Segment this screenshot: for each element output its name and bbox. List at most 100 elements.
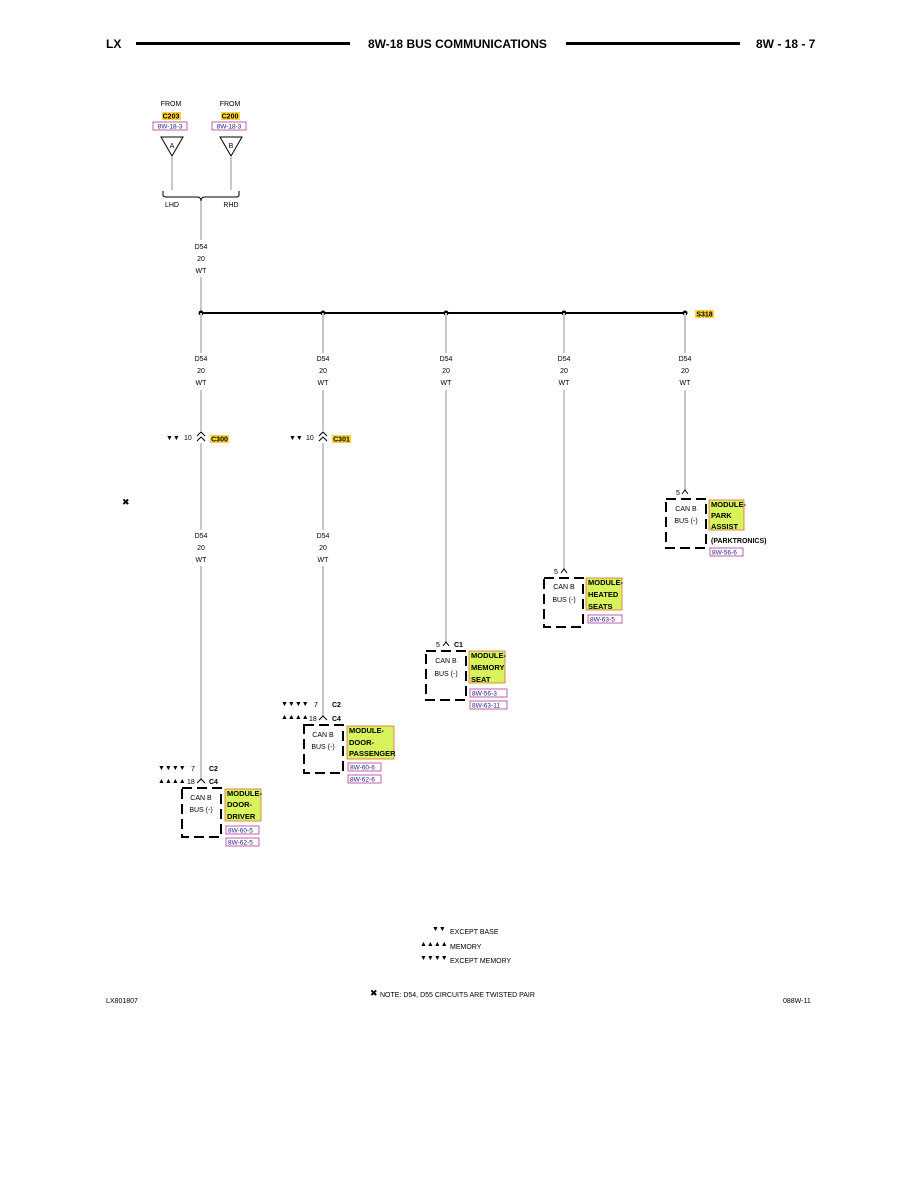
wire-gauge: 20	[681, 368, 689, 375]
connector-highlight	[332, 435, 351, 443]
module-page-ref[interactable]: 8W-62-6	[350, 777, 375, 784]
module-sublabel: (PARKTRONICS)	[711, 538, 766, 545]
module-text-line1: CAN B	[190, 795, 212, 802]
wire-circuit: D54	[317, 356, 330, 363]
module-page-ref[interactable]: 8W-62-5	[228, 840, 253, 847]
module-outline	[543, 577, 584, 628]
connector-highlight	[221, 112, 240, 120]
module-label-line: DOOR-	[227, 800, 253, 809]
module-outline	[181, 787, 222, 838]
connector-triangle-icon	[219, 136, 243, 157]
module-label-line: HEATED	[588, 590, 619, 599]
module-page-ref[interactable]: 8W-56-6	[712, 550, 737, 557]
module-memory-seat: 5 C1 CAN B BUS (-) MODULE- MEMORY SEAT 8…	[425, 641, 508, 710]
pin-icon	[442, 641, 450, 647]
module-label-line: MEMORY	[471, 663, 504, 672]
wire-gauge: 20	[197, 256, 205, 263]
page-title: 8W-18 BUS COMMUNICATIONS	[368, 37, 547, 51]
source-from-label: FROM	[161, 101, 182, 108]
module-label-line: MODULE-	[227, 789, 262, 798]
source-c200: FROM C200 8W-18-3 B	[211, 101, 247, 157]
pin-symbol: ▼▼▼▼	[281, 701, 309, 708]
pin-icon	[196, 778, 206, 784]
wire-circuit: D54	[679, 356, 692, 363]
legend-symbol: ▼▼▼▼	[420, 955, 448, 962]
module-connector: C2	[332, 702, 341, 709]
module-page-ref[interactable]: 8W-63-5	[590, 617, 615, 624]
source-page-ref[interactable]: 8W-18-3	[158, 124, 183, 131]
inline-connector-name: C300	[211, 437, 228, 444]
page-ref-box	[469, 688, 508, 698]
module-pin: 7	[191, 766, 195, 773]
page-number: 8W - 18 - 7	[756, 37, 816, 51]
twisted-pair-icon: ✖	[122, 497, 130, 507]
wire-color: WT	[441, 380, 453, 387]
module-label-line: MODULE-	[711, 500, 746, 509]
module-text-line2: BUS (-)	[552, 597, 575, 604]
pin-icon	[681, 489, 689, 495]
inline-pin: 10	[184, 435, 192, 442]
module-pin: 7	[314, 702, 318, 709]
wire-color: WT	[196, 557, 208, 564]
splice-highlight	[695, 310, 714, 318]
note-twisted-icon: ✖	[370, 988, 378, 998]
page-ref-box	[225, 825, 260, 835]
module-park-assist: 5 CAN B BUS (-) MODULE- PARK ASSIST (PAR…	[665, 489, 766, 557]
module-label-line: MODULE-	[471, 651, 506, 660]
header-left: LX	[106, 37, 122, 51]
lhd-rhd-brace	[162, 191, 240, 202]
pin-symbol: ▲▲▲▲	[281, 714, 309, 721]
module-label-box	[468, 650, 506, 684]
wire-gauge: 20	[319, 368, 327, 375]
module-text-line2: BUS (-)	[311, 744, 334, 751]
wire-color: WT	[559, 380, 571, 387]
page-ref-box	[587, 614, 623, 624]
module-pin: 5	[676, 490, 680, 497]
connector-highlight	[210, 435, 229, 443]
wire-gauge: 20	[319, 545, 327, 552]
wire-color: WT	[196, 380, 208, 387]
module-label-line: MODULE-	[588, 578, 623, 587]
inline-symbol: ▼▼	[166, 435, 180, 442]
module-connector: C1	[454, 642, 463, 649]
wire-circuit: D54	[440, 356, 453, 363]
source-page-ref[interactable]: 8W-18-3	[217, 124, 242, 131]
module-label-line: PASSENGER	[349, 749, 396, 758]
module-page-ref[interactable]: 8W-60-5	[228, 828, 253, 835]
wire-gauge: 20	[197, 545, 205, 552]
module-label-line: PARK	[711, 511, 732, 520]
module-label-line: MODULE-	[349, 726, 384, 735]
module-page-ref[interactable]: 8W-56-3	[472, 691, 497, 698]
module-page-ref[interactable]: 8W-63-11	[472, 703, 500, 710]
module-heated-seats: 5 CAN B BUS (-) MODULE- HEATED SEATS 8W-…	[543, 568, 623, 628]
page-ref-box	[225, 837, 260, 847]
wire-color: WT	[318, 557, 330, 564]
module-page-ref[interactable]: 8W-60-6	[350, 765, 375, 772]
module-text-line1: CAN B	[675, 506, 697, 513]
module-connector: C4	[332, 716, 341, 723]
pin-icon	[560, 568, 568, 574]
legend: ▼▼ EXCEPT BASE ▲▲▲▲ MEMORY ▼▼▼▼ EXCEPT M…	[420, 926, 512, 965]
module-label-line: DRIVER	[227, 812, 256, 821]
pin-symbol: ▼▼▼▼	[158, 765, 186, 772]
inline-pin: 10	[306, 435, 314, 442]
legend-text: EXCEPT MEMORY	[450, 958, 512, 965]
inline-connector-name: C301	[333, 437, 350, 444]
inline-connector-c301: ▼▼ 10 C301	[289, 431, 351, 444]
legend-text: MEMORY	[450, 944, 482, 951]
module-pin: 18	[309, 716, 317, 723]
module-label-line: ASSIST	[711, 522, 739, 531]
wire-color: WT	[680, 380, 692, 387]
source-connector-label: C203	[163, 114, 180, 121]
module-text-line2: BUS (-)	[434, 671, 457, 678]
page-ref-box	[709, 547, 744, 557]
module-door-passenger: ▼▼▼▼ 7 C2 ▲▲▲▲ 18 C4 CAN B BUS (-) MODUL…	[281, 701, 396, 784]
rhd-label: RHD	[223, 202, 238, 209]
module-label-box	[224, 788, 262, 822]
legend-symbol: ▼▼	[432, 926, 446, 933]
connector-triangle-icon	[160, 136, 184, 157]
legend-text: EXCEPT BASE	[450, 929, 499, 936]
wire-color: WT	[318, 380, 330, 387]
pin-icon	[318, 715, 328, 721]
wire-color: WT	[196, 268, 208, 275]
